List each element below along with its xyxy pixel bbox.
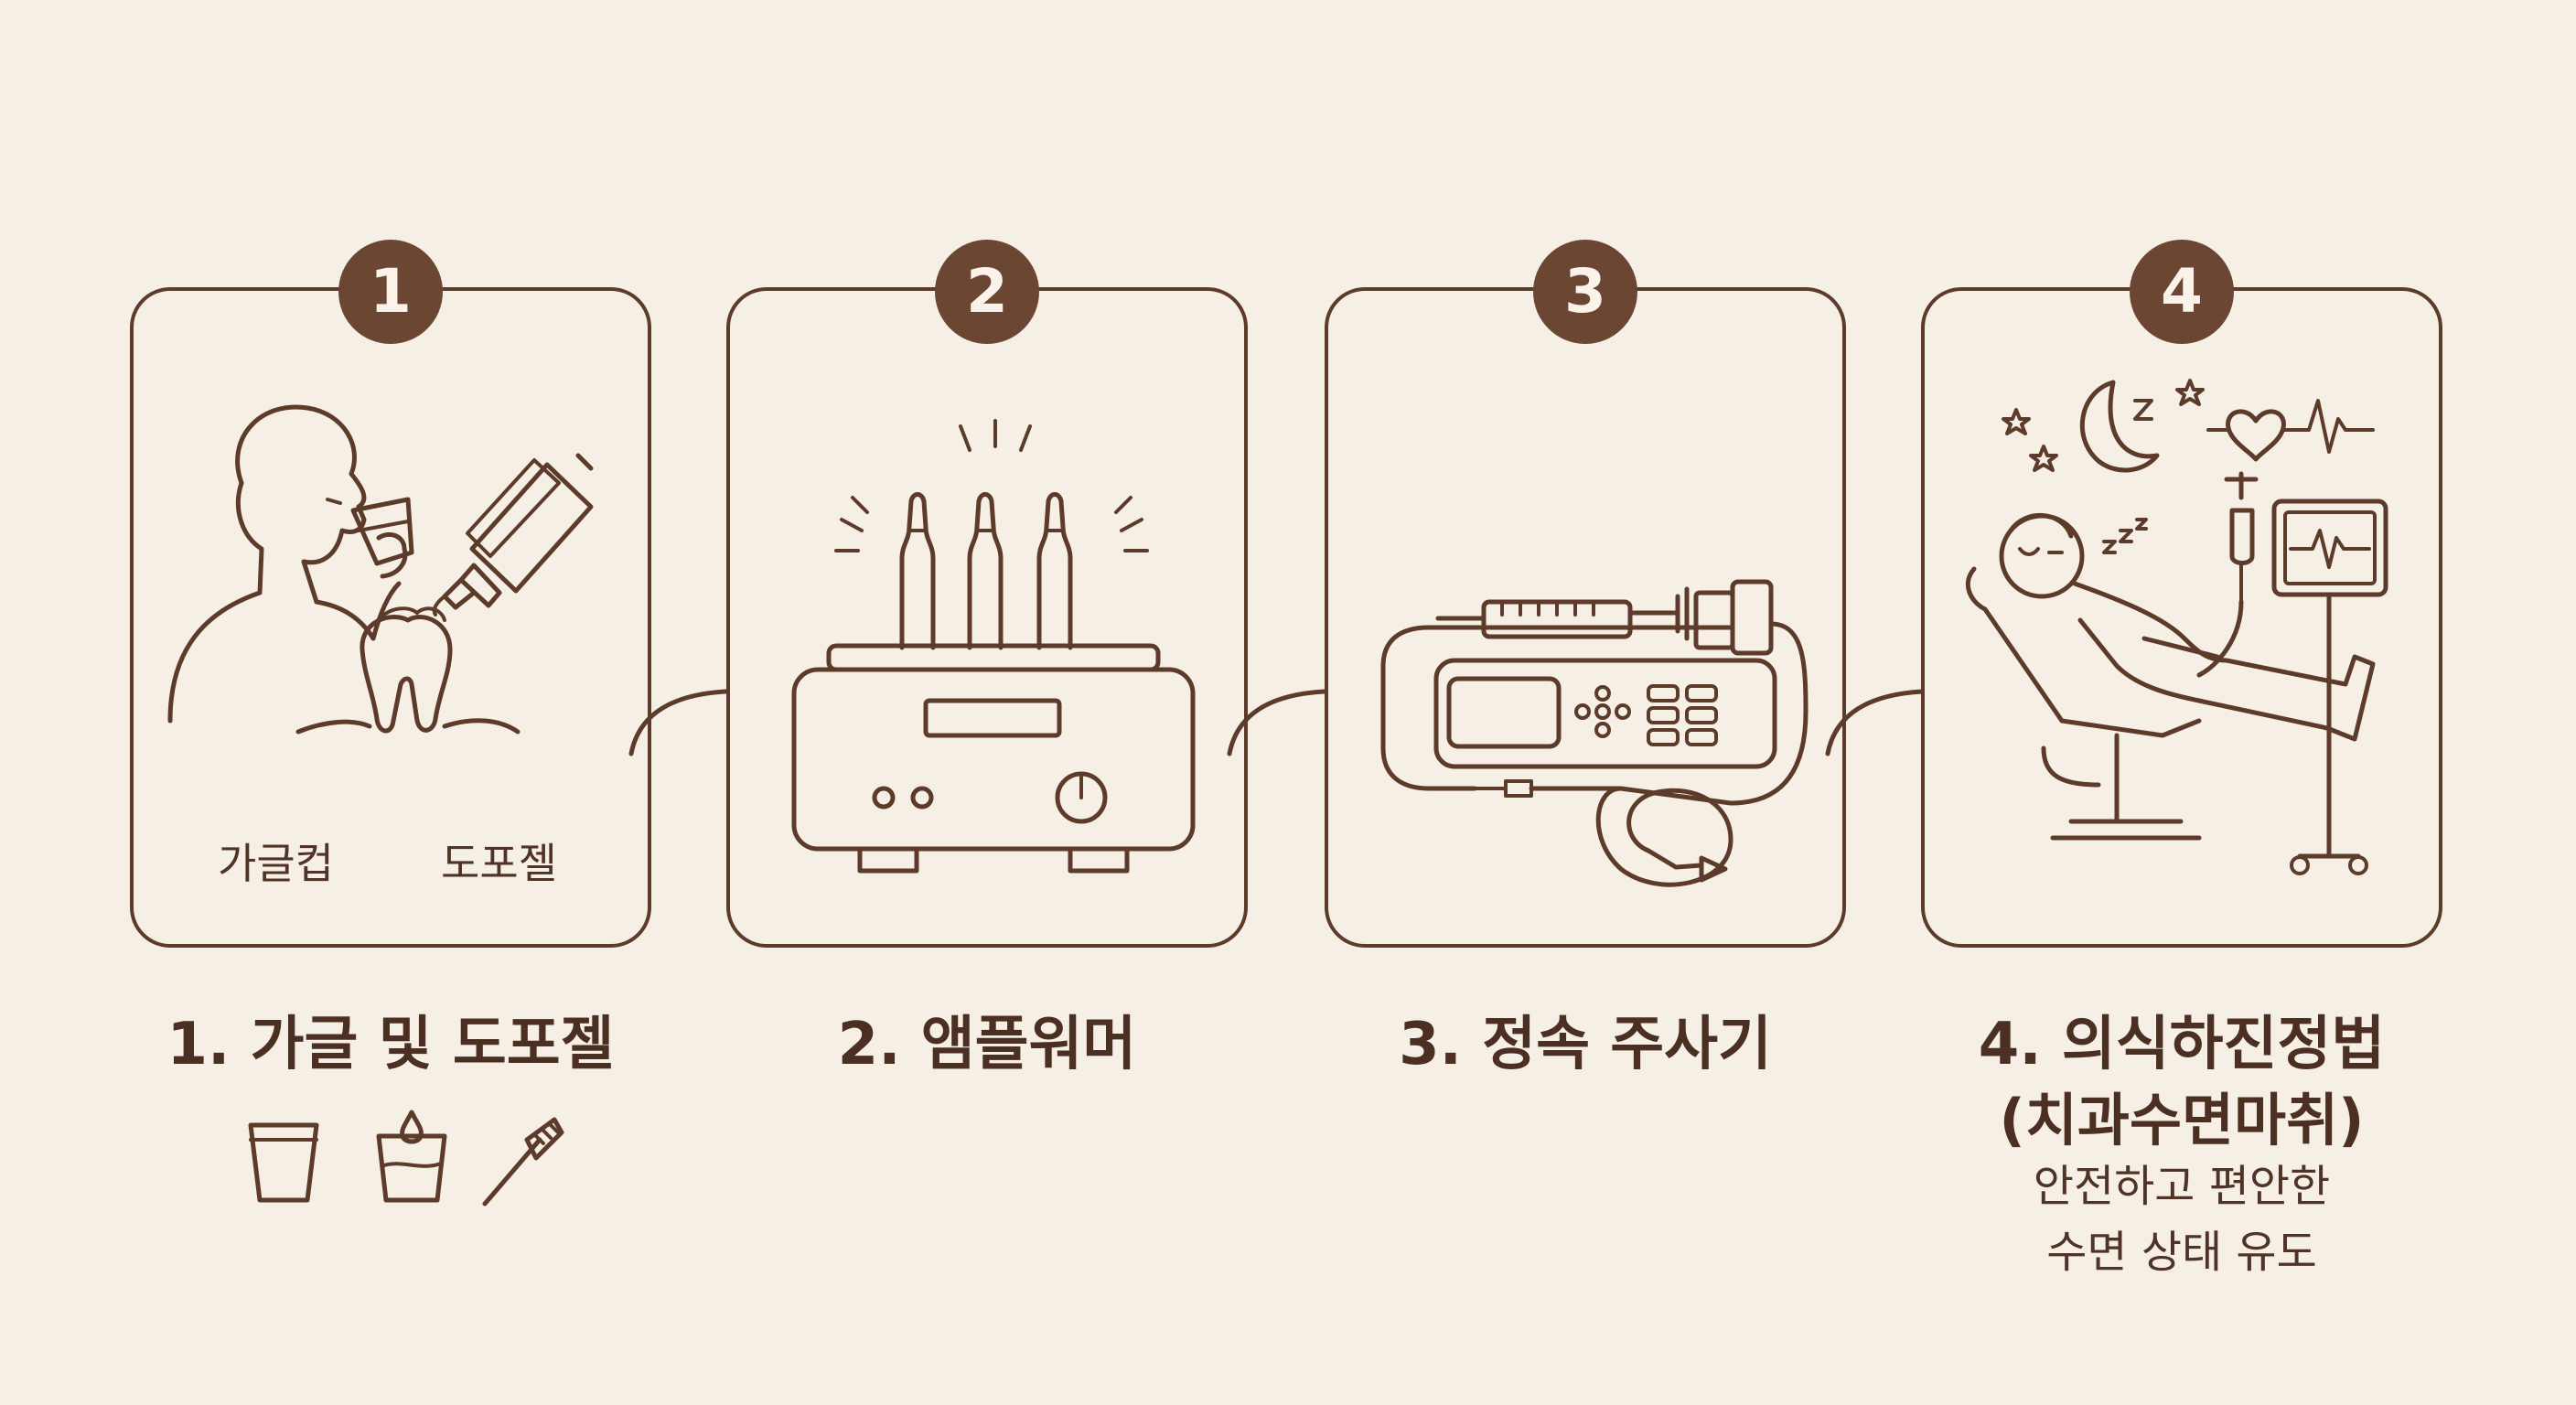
step-2-title: 2. 앰플워머 [837, 1011, 1137, 1078]
step-1-badge: 1 [338, 240, 443, 344]
step-2-card [726, 287, 1248, 948]
sleeping-patient-icon [1925, 291, 2446, 951]
syringe-pump-icon [1328, 291, 1850, 951]
monitor-icon [2271, 499, 2388, 875]
step-4-subtitle: (치과수면마취) [1999, 1087, 2365, 1153]
heartbeat-icon [2206, 399, 2375, 462]
moon-icon [2079, 380, 2160, 473]
person-drinking-icon [167, 404, 414, 724]
iv-drip-icon [2196, 471, 2259, 678]
step-4-title: 4. 의식하진정법 [1978, 1011, 2386, 1078]
step-3-card [1325, 287, 1846, 948]
step-1-title: 1. 가글 및 도포젤 [166, 1011, 615, 1078]
step-4-card [1921, 287, 2442, 948]
step-3-badge: 3 [1533, 240, 1637, 344]
step-1-card: 가글컵 도포젤 [130, 287, 651, 948]
toothbrush-icon [476, 1109, 567, 1209]
gel-tube-icon [432, 453, 594, 617]
cup-icon [238, 1109, 329, 1209]
label-gel: 도포젤 [441, 839, 557, 888]
water-cup-icon [366, 1109, 457, 1209]
label-gargle-cup: 가글컵 [218, 839, 334, 888]
step-2-badge: 2 [935, 240, 1039, 344]
step-4-description-line-2: 수면 상태 유도 [2046, 1227, 2317, 1278]
step-3-title: 3. 정속 주사기 [1399, 1011, 1772, 1078]
step-4-description-line-1: 안전하고 편안한 [2033, 1161, 2331, 1212]
tooth-icon [295, 606, 521, 735]
step-4-badge: 4 [2130, 240, 2234, 344]
step-1-illustration [134, 291, 655, 951]
ampoule-warmer-icon [730, 291, 1251, 951]
